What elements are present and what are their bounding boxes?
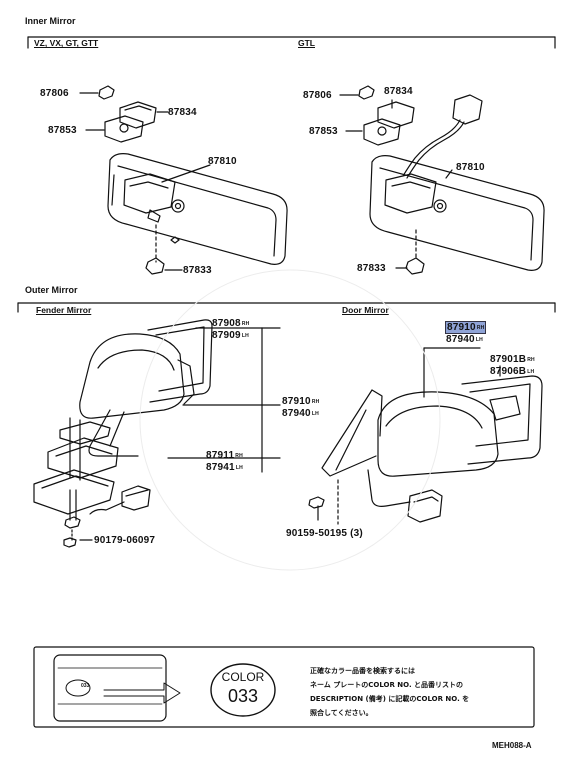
part-87834-left: 87834 <box>168 107 197 118</box>
section-title-inner-mirror: Inner Mirror <box>25 16 76 26</box>
part-87911-87941: 87911RH 87941LH <box>206 450 243 474</box>
suffix-lh: LH <box>235 465 243 471</box>
suffix-lh: LH <box>311 411 319 417</box>
door-mirror-drawing <box>308 347 543 525</box>
part-87853-right: 87853 <box>309 126 338 137</box>
suffix-rh: RH <box>241 321 250 327</box>
suffix-rh: RH <box>476 325 485 331</box>
fender-mirror-drawing <box>33 319 281 548</box>
part-90159-50195: 90159-50195 (3) <box>286 528 363 539</box>
part-87908-87909: 87908RH 87909LH <box>212 318 249 342</box>
subsection-vz-vx-gt-gtt: VZ, VX, GT, GTT <box>34 38 99 48</box>
part-87910-87940-fender: 87910RH 87940LH <box>282 396 319 420</box>
part-87910-87940-door: 87910RH 87940LH <box>444 321 487 346</box>
figure-id: MEH088-A <box>492 741 532 750</box>
suffix-rh: RH <box>527 357 535 363</box>
subsection-door-mirror: Door Mirror <box>342 305 389 315</box>
inner-mirror-right-drawing <box>339 85 545 275</box>
suffix-rh: RH <box>235 453 243 459</box>
part-87810-right: 87810 <box>456 162 485 173</box>
inner-mirror-left-drawing <box>79 85 288 275</box>
part-87853-left: 87853 <box>48 125 77 136</box>
legend-note-line-4: 照合してください。 <box>310 709 373 717</box>
part-87810-left: 87810 <box>208 156 237 167</box>
part-87941: 87941 <box>206 462 235 473</box>
name-plate-color-code: 033 <box>81 683 90 689</box>
part-87834-right: 87834 <box>384 86 413 97</box>
part-87901b-87906b: 87901BRH 87906BLH <box>490 354 535 378</box>
part-90179-06097: 90179-06097 <box>94 535 156 546</box>
part-87906b: 87906B <box>490 366 527 377</box>
part-87806-right: 87806 <box>303 90 332 101</box>
part-87911: 87911 <box>206 450 235 461</box>
part-87908: 87908 <box>212 318 241 329</box>
part-87909: 87909 <box>212 330 241 341</box>
subsection-gtl: GTL <box>298 38 315 48</box>
part-87833-right: 87833 <box>357 263 386 274</box>
legend-note-line-3: DESCRIPTION (備考) に記載のCOLOR NO. を <box>310 695 470 703</box>
color-badge-label: COLOR <box>221 670 265 684</box>
part-87833-left: 87833 <box>183 265 212 276</box>
suffix-rh: RH <box>311 399 320 405</box>
subsection-fender-mirror: Fender Mirror <box>36 305 92 315</box>
inner-mirror-frame <box>27 36 556 49</box>
part-87940-door: 87940 <box>446 334 475 345</box>
color-badge-number: 033 <box>227 686 259 706</box>
legend-note-line-2: ネーム プレートのCOLOR NO. と品番リストの <box>310 681 464 689</box>
suffix-lh: LH <box>475 337 483 343</box>
legend-note-line-1: 正確なカラー品番を検索するには <box>310 667 415 675</box>
section-title-outer-mirror: Outer Mirror <box>25 285 78 295</box>
part-87806-left: 87806 <box>40 88 69 99</box>
outer-mirror-frame <box>17 302 556 313</box>
part-87910-fender: 87910 <box>282 396 311 407</box>
part-87940-fender: 87940 <box>282 408 311 419</box>
part-87910-door: 87910 <box>447 322 476 333</box>
suffix-lh: LH <box>527 369 535 375</box>
watermark-emblem <box>139 269 441 571</box>
legend-frame <box>33 646 535 728</box>
part-87901b: 87901B <box>490 354 527 365</box>
suffix-lh: LH <box>241 333 249 339</box>
